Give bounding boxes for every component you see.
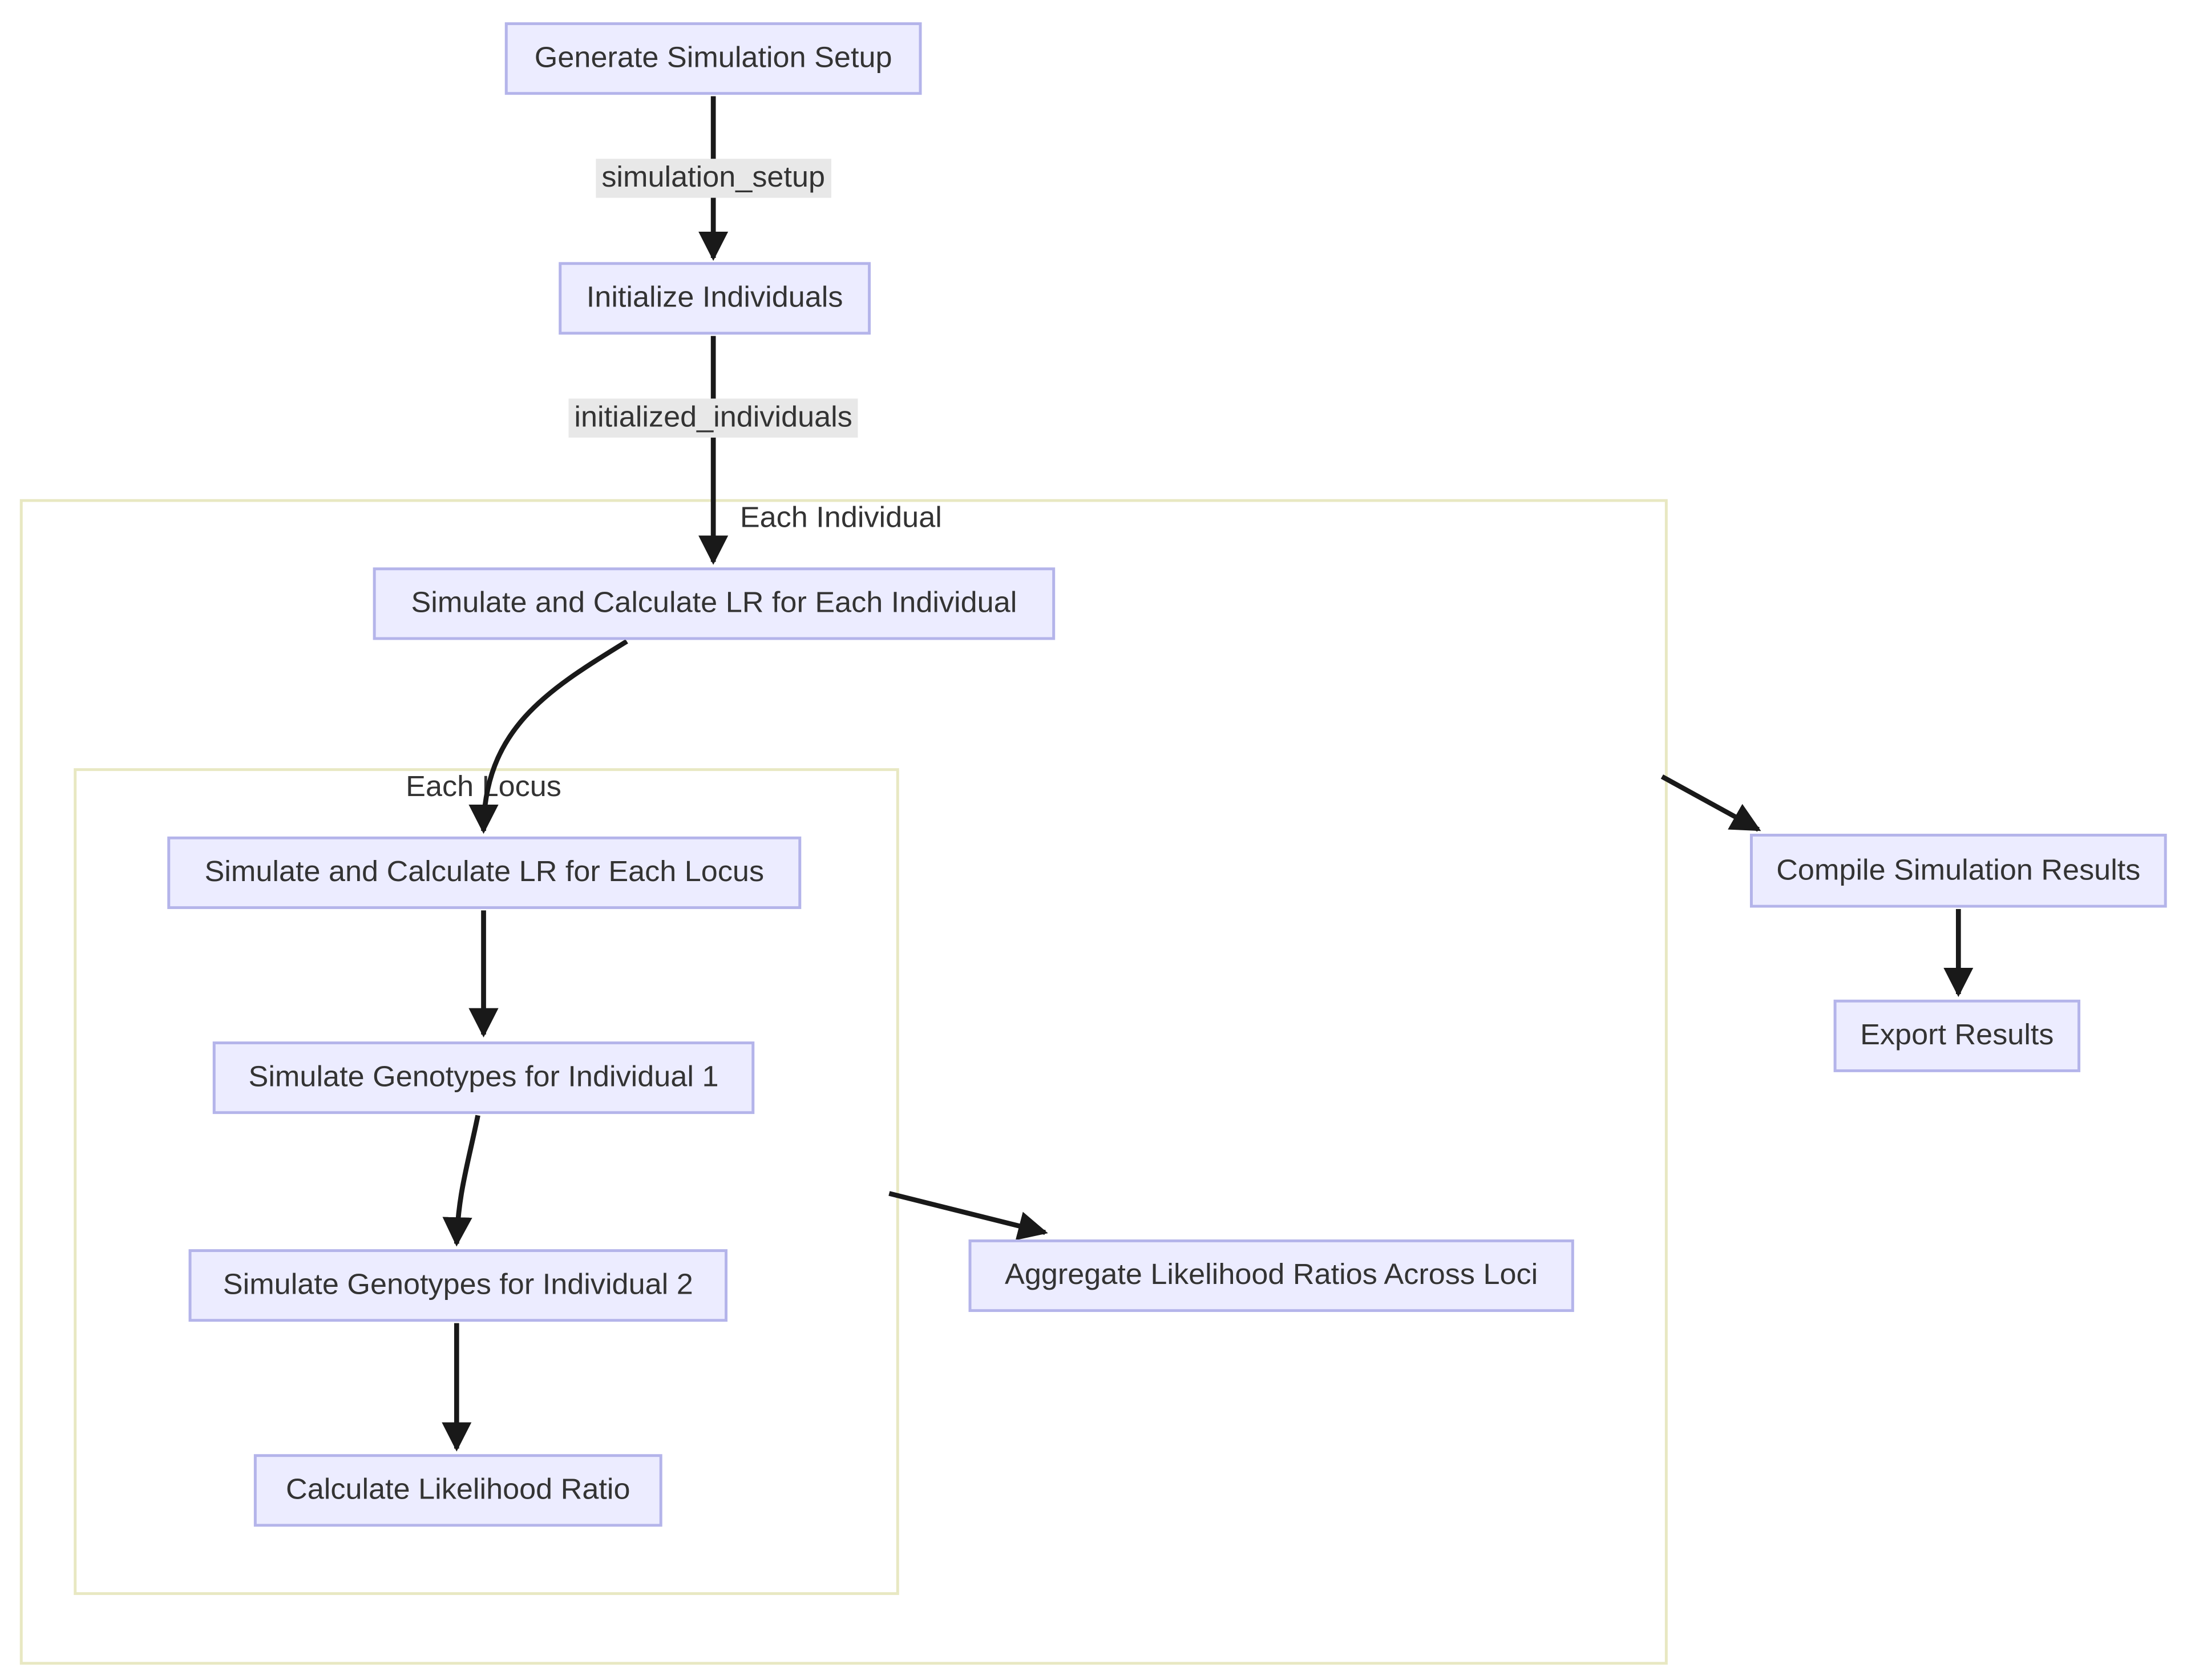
node-label: Export Results: [1860, 1019, 2054, 1052]
node-label: Simulate and Calculate LR for Each Locus: [204, 856, 765, 889]
node-simulate-genotypes-individual-2: Simulate Genotypes for Individual 2: [188, 1249, 728, 1322]
node-label: Simulate and Calculate LR for Each Indiv…: [411, 587, 1017, 619]
node-simulate-calculate-lr-each-individual: Simulate and Calculate LR for Each Indiv…: [373, 567, 1056, 640]
node-label: Compile Simulation Results: [1776, 854, 2141, 886]
node-label: Generate Simulation Setup: [534, 42, 892, 74]
node-initialize-individuals: Initialize Individuals: [559, 262, 871, 335]
node-label: Aggregate Likelihood Ratios Across Loci: [1005, 1259, 1538, 1291]
node-label: Initialize Individuals: [586, 281, 843, 314]
node-aggregate-likelihood-ratios: Aggregate Likelihood Ratios Across Loci: [968, 1239, 1574, 1312]
edge-label-initialized-individuals: initialized_individuals: [568, 398, 858, 438]
edge-each-individual-to-compile: [1660, 774, 1761, 832]
node-label: Simulate Genotypes for Individual 1: [248, 1061, 719, 1093]
cluster-title-each-individual: Each Individual: [739, 502, 942, 534]
node-compile-simulation-results: Compile Simulation Results: [1749, 834, 2167, 908]
node-simulate-genotypes-individual-1: Simulate Genotypes for Individual 1: [212, 1041, 755, 1114]
cluster-title-each-locus: Each Locus: [406, 771, 561, 803]
node-generate-simulation-setup: Generate Simulation Setup: [504, 22, 922, 95]
node-export-results: Export Results: [1833, 999, 2081, 1072]
node-label: Simulate Genotypes for Individual 2: [223, 1269, 693, 1301]
edge-label-simulation-setup: simulation_setup: [596, 159, 831, 199]
node-calculate-likelihood-ratio: Calculate Likelihood Ratio: [253, 1454, 662, 1527]
node-simulate-calculate-lr-each-locus: Simulate and Calculate LR for Each Locus: [167, 836, 802, 909]
node-label: Calculate Likelihood Ratio: [286, 1473, 630, 1506]
cluster-each-individual: [19, 499, 1668, 1665]
